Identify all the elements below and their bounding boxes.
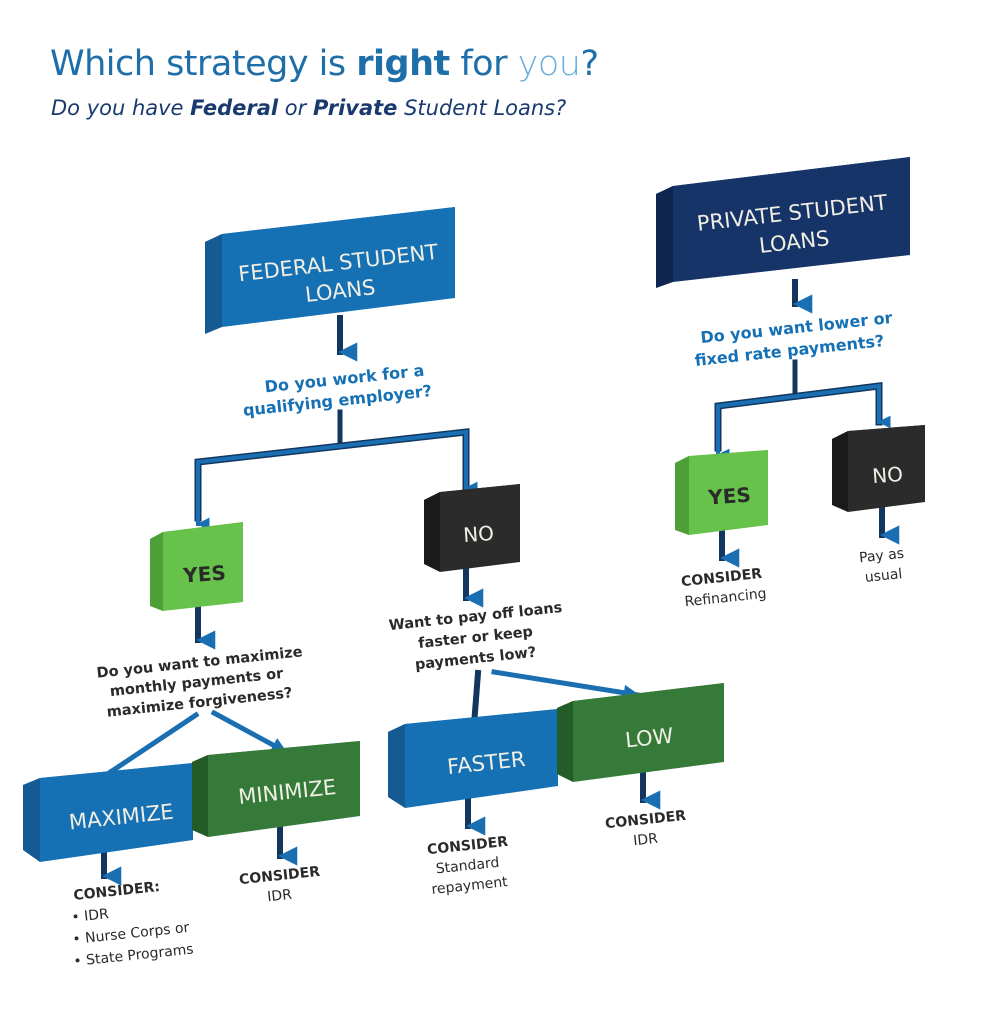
private-yes-option: Refinancing	[684, 586, 767, 611]
subtitle-private: Private	[312, 96, 398, 120]
private-no-box[interactable]: NO	[832, 425, 925, 512]
arrow-to-low	[491, 669, 641, 701]
minimize-box[interactable]: MINIMIZE	[192, 741, 360, 837]
minimize-consider: CONSIDER	[238, 864, 321, 888]
arrow-to-faster	[470, 669, 482, 729]
title-light-text: you	[517, 44, 581, 84]
no-question-line1: Want to pay off loans	[388, 600, 563, 634]
private-loans-box[interactable]: PRIVATE STUDENT LOANS	[656, 157, 910, 288]
private-yes-label: YES	[706, 483, 751, 510]
minimize-option: IDR	[266, 887, 292, 906]
maximize-consider: CONSIDER:	[73, 879, 161, 904]
faster-option-line1: Standard	[435, 855, 500, 878]
subtitle-or: or	[278, 96, 313, 120]
title-bold-text: right	[356, 44, 450, 84]
connectors	[101, 279, 900, 886]
title-text-2: for	[449, 44, 518, 84]
yes-followup-question: Do you want to maximize monthly payments…	[96, 644, 304, 720]
title-text: Which strategy is	[50, 44, 357, 84]
federal-no-box[interactable]: NO	[424, 484, 520, 572]
federal-yes-label: YES	[181, 561, 226, 588]
bullet-item: • IDR	[71, 906, 110, 926]
no-followup-question: Want to pay off loans faster or keep pay…	[388, 600, 563, 673]
subtitle-end: Student Loans?	[397, 96, 567, 120]
private-no-label: NO	[871, 462, 903, 488]
low-box[interactable]: LOW	[557, 683, 724, 782]
private-yes-outcome: CONSIDER Refinancing	[680, 566, 767, 610]
maximize-bullet-list: • IDR • Nurse Corps or • State Programs	[71, 906, 195, 970]
faster-outcome: CONSIDER Standard repayment	[426, 834, 509, 898]
low-outcome: CONSIDER IDR	[604, 808, 687, 849]
federal-loans-box[interactable]: FEDERAL STUDENT LOANS	[205, 207, 455, 334]
faster-box[interactable]: FASTER	[388, 709, 558, 808]
federal-yes-box[interactable]: YES	[150, 522, 243, 611]
arrow-to-minimize	[210, 709, 290, 756]
low-option: IDR	[632, 831, 658, 850]
connector-private-branch-inner	[716, 383, 891, 450]
page-subtitle: Do you have Federal or Private Student L…	[51, 96, 566, 120]
page-title: Which strategy is right for you?	[50, 44, 599, 84]
federal-no-label: NO	[462, 521, 494, 547]
private-no-result-line2: usual	[864, 566, 903, 586]
arrow-to-maximize	[102, 711, 200, 779]
low-consider: CONSIDER	[604, 808, 687, 832]
low-label: LOW	[624, 724, 675, 753]
maximize-box[interactable]: MAXIMIZE	[23, 763, 193, 862]
subtitle-federal: Federal	[190, 96, 279, 120]
maximize-outcome: CONSIDER: • IDR • Nurse Corps or • State…	[71, 879, 195, 970]
private-no-result-line1: Pay as	[858, 546, 904, 567]
federal-question: Do you work for a qualifying employer?	[242, 361, 433, 420]
private-no-outcome: Pay as usual	[858, 546, 904, 586]
private-yes-box[interactable]: YES	[675, 450, 768, 535]
faster-option-line2: repayment	[431, 874, 509, 898]
minimize-outcome: CONSIDER IDR	[238, 864, 321, 905]
connector-federal-branch-inner	[196, 429, 478, 520]
title-end: ?	[580, 44, 599, 84]
subtitle-text: Do you have	[51, 96, 191, 120]
